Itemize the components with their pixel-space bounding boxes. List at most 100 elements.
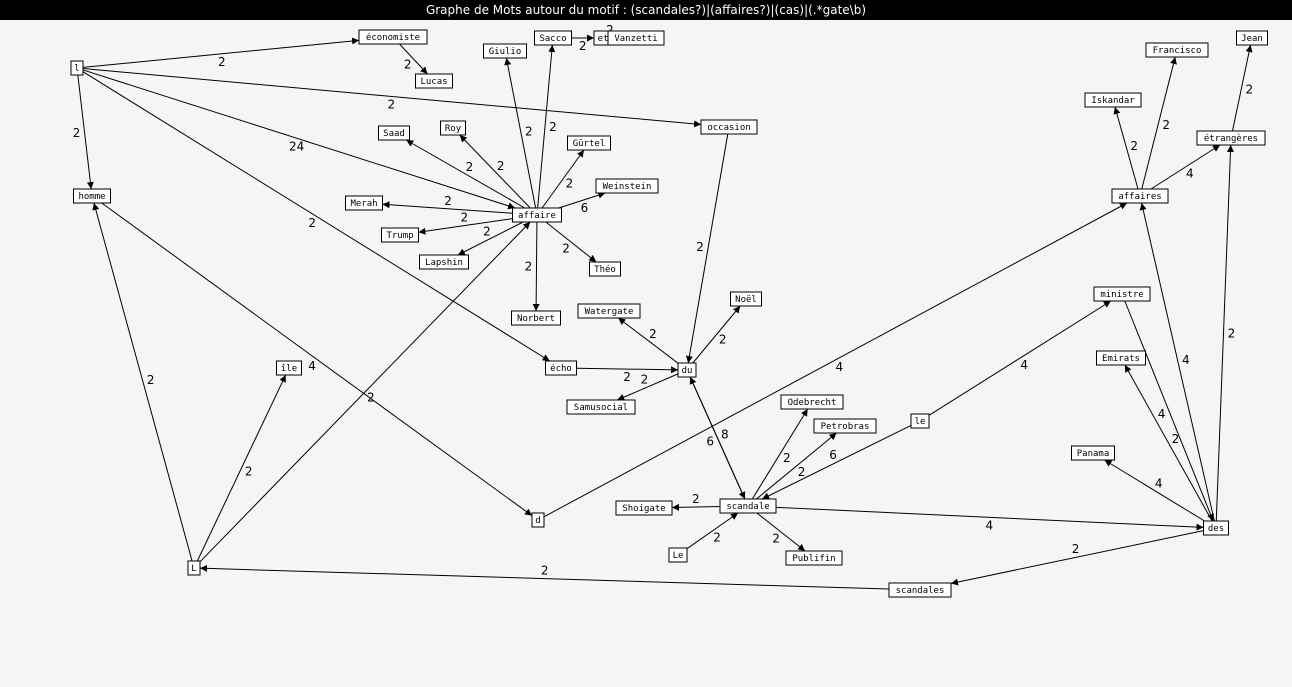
graph-node[interactable]: Publifin <box>785 550 843 566</box>
graph-edge <box>692 305 741 364</box>
graph-edge <box>82 71 550 362</box>
graph-node[interactable]: Gürtel <box>567 135 611 151</box>
edge-weight-label: 2 <box>713 530 721 544</box>
node-box <box>567 135 611 151</box>
node-box <box>595 178 659 194</box>
graph-edge <box>504 57 537 209</box>
edge-weight-label: 4 <box>1186 167 1194 181</box>
edge-arrow <box>775 506 1204 531</box>
graph-node[interactable]: économiste <box>358 29 428 45</box>
graph-node[interactable]: Lucas <box>415 73 453 89</box>
edge-arrow <box>399 43 428 75</box>
graph-edge <box>617 317 679 364</box>
node-box <box>512 207 562 223</box>
edge-arrow <box>82 68 702 128</box>
node-label: et <box>598 34 609 44</box>
node-box <box>1071 445 1115 461</box>
graph-node[interactable]: Noël <box>730 291 762 307</box>
node-box <box>73 188 111 204</box>
graph-node[interactable]: des <box>1203 520 1229 536</box>
edge-arrow <box>1231 44 1253 132</box>
node-box <box>1196 130 1266 146</box>
graph-node[interactable]: d <box>531 512 545 528</box>
node-label: étrangères <box>1204 133 1258 144</box>
graph-node[interactable]: écho <box>545 360 577 376</box>
graph-edge <box>685 133 729 364</box>
node-box <box>813 418 877 434</box>
graph-node[interactable]: Iskandar <box>1084 92 1142 108</box>
graph-node[interactable]: Weinstein <box>595 178 659 194</box>
graph-node[interactable]: affaires <box>1111 188 1169 204</box>
node-box <box>70 60 84 76</box>
edge-arrow <box>576 366 679 374</box>
graph-node[interactable]: Sacco <box>534 30 572 46</box>
edge-arrow <box>617 373 679 401</box>
node-box <box>577 303 641 319</box>
edge-arrow <box>196 374 287 562</box>
graph-node[interactable]: Le <box>668 547 688 563</box>
graph-node[interactable]: Francisco <box>1145 42 1209 58</box>
graph-edge <box>545 221 597 263</box>
graph-node[interactable]: étrangères <box>1196 130 1266 146</box>
graph-node[interactable]: Vanzetti <box>607 30 665 46</box>
graph-node[interactable]: Norbert <box>511 310 561 326</box>
graph-node[interactable]: Saad <box>378 125 410 141</box>
graph-node[interactable]: Shoigate <box>615 500 673 516</box>
graph-node[interactable]: du <box>677 362 697 378</box>
graph-node[interactable]: Petrobras <box>813 418 877 434</box>
graph-node[interactable]: île <box>276 360 302 376</box>
graph-node[interactable]: Roy <box>440 120 466 136</box>
edge-weight-label: 2 <box>562 241 570 255</box>
edge-arrow <box>558 191 606 209</box>
graph-edge <box>543 202 1128 518</box>
edge-weight-label: 2 <box>541 564 549 578</box>
graph-edge <box>1124 364 1213 522</box>
graph-node[interactable]: Panama <box>1071 445 1115 461</box>
node-label: Watergate <box>585 307 634 317</box>
node-label: Weinstein <box>603 182 652 192</box>
graph-node[interactable]: occasion <box>700 119 758 135</box>
node-box <box>419 254 469 270</box>
graph-node[interactable]: Trump <box>381 227 419 243</box>
edge-weight-label: 2 <box>308 216 316 230</box>
node-box <box>531 512 545 528</box>
graph-edge <box>1231 44 1253 132</box>
edge-arrow <box>92 202 193 562</box>
graph-node[interactable]: Samusocial <box>566 399 636 415</box>
graph-node[interactable]: le <box>910 413 930 429</box>
graph-edge <box>399 43 428 75</box>
graph-node[interactable]: l <box>70 60 84 76</box>
graph-node[interactable]: Merah <box>345 195 383 211</box>
graph-node[interactable]: Lapshin <box>419 254 469 270</box>
graph-node[interactable]: scandales <box>888 582 952 598</box>
graph-node[interactable]: Jean <box>1236 30 1268 46</box>
graph-node[interactable]: L <box>187 560 201 576</box>
edge-arrow <box>689 376 746 500</box>
node-label: Trump <box>386 231 413 241</box>
node-label: Panama <box>1077 449 1110 459</box>
node-box <box>1145 42 1209 58</box>
edge-weight-label: 6 <box>706 434 714 448</box>
graph-node[interactable]: scandale <box>719 498 777 514</box>
graph-edge <box>761 424 912 500</box>
graph-node[interactable]: ministre <box>1093 286 1151 302</box>
edge-arrow <box>686 512 739 550</box>
graph-edge <box>558 191 606 209</box>
graph-node[interactable]: Emirats <box>1096 350 1146 366</box>
graph-node[interactable]: Watergate <box>577 303 641 319</box>
edge-weight-label: 2 <box>461 211 469 225</box>
edge-weight-label: 6 <box>829 448 837 462</box>
graph-edge <box>82 37 360 68</box>
graph-node[interactable]: Giulio <box>483 43 527 59</box>
edge-weight-label: 2 <box>367 390 375 404</box>
graph-node[interactable]: affaire <box>512 207 562 223</box>
graph-node[interactable]: Odebrecht <box>780 394 844 410</box>
node-label: Roy <box>445 124 462 134</box>
graph-node[interactable]: homme <box>73 188 111 204</box>
edge-weight-label: 2 <box>579 39 587 53</box>
graph-node[interactable]: Théo <box>589 261 621 277</box>
node-box <box>345 195 383 211</box>
edge-arrow <box>1124 364 1213 522</box>
